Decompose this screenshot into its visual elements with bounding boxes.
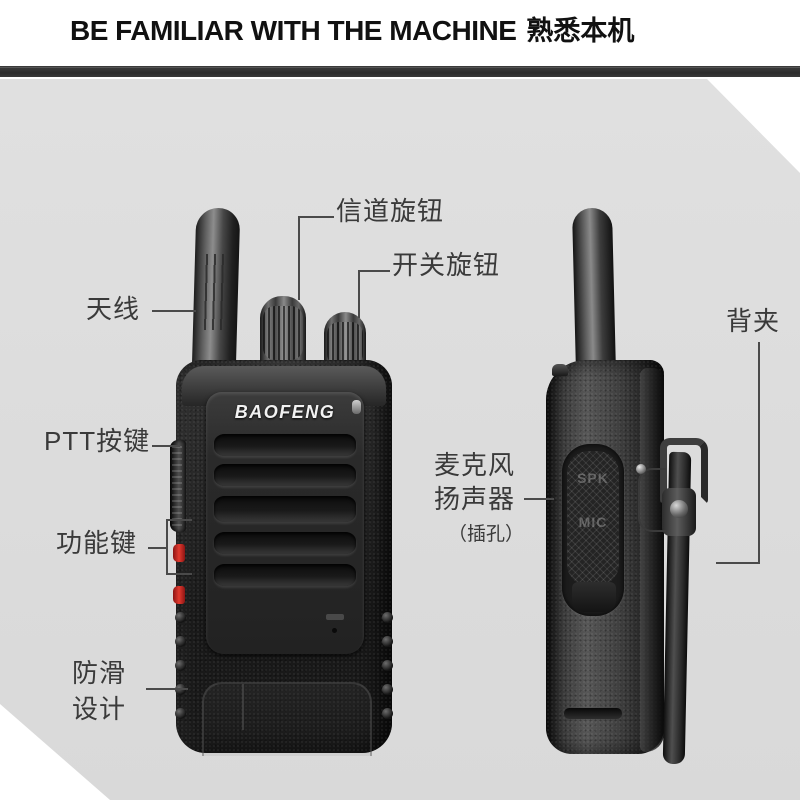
anti-slip-bump: [382, 636, 393, 647]
jack-label-mic: MIC: [578, 514, 608, 530]
anti-slip-bump: [382, 660, 393, 671]
header-divider-bar: [0, 66, 800, 77]
speaker-grille-slot: [214, 464, 356, 486]
callout-label-anti-slip-line1: 防滑: [72, 658, 127, 688]
antenna-side: [571, 208, 617, 374]
channel-knob: [260, 296, 306, 368]
anti-slip-bump: [175, 708, 186, 719]
callout-label-power-knob: 开关旋钮: [392, 250, 501, 280]
callout-label-channel-knob: 信道旋钮: [336, 196, 445, 226]
anti-slip-bump: [175, 612, 186, 623]
radio-side-edge: [640, 368, 664, 752]
belt-clip-spring: [638, 468, 666, 532]
header-divider-highlight: [0, 67, 800, 68]
callout-leader-belt-clip-v: [758, 342, 760, 564]
anti-slip-bump: [175, 636, 186, 647]
header: BE FAMILIAR WITH THE MACHINE 熟悉本机: [0, 0, 800, 62]
antenna-front: [191, 208, 241, 376]
callout-leader-antenna: [152, 310, 196, 312]
page-title-en: BE FAMILIAR WITH THE MACHINE: [70, 15, 517, 46]
belt-clip-pin: [636, 464, 646, 474]
brand-logo: BAOFENG: [234, 402, 336, 422]
callout-label-mic-speaker-line2: 扬声器: [434, 484, 516, 514]
mic-hole: [332, 628, 337, 633]
callout-label-belt-clip: 背夹: [726, 306, 781, 336]
callout-label-function-key: 功能键: [56, 528, 138, 558]
callout-leader-channel-knob-h: [298, 216, 334, 218]
page-title-cn: 熟悉本机: [526, 16, 635, 46]
callout-leader-belt-clip-h: [716, 562, 760, 564]
belt-clip-rivet: [670, 500, 688, 518]
function-key-upper: [173, 544, 185, 562]
speaker-grille-slot: [214, 496, 356, 522]
anti-slip-bump: [382, 612, 393, 623]
ptt-button: [170, 440, 186, 532]
anti-slip-bump: [382, 708, 393, 719]
callout-leader-ptt: [152, 445, 180, 447]
jack-cover-tab: [572, 582, 616, 612]
speaker-grille-slot: [214, 532, 356, 554]
jack-label-spk: SPK: [577, 470, 609, 486]
anti-slip-bump: [175, 660, 186, 671]
callout-label-mic-speaker-sub: （插孔）: [448, 524, 525, 545]
page-title: BE FAMILIAR WITH THE MACHINE 熟悉本机: [70, 12, 634, 50]
status-led: [352, 400, 361, 414]
side-bottom-slot: [564, 708, 622, 719]
callout-label-anti-slip-line2: 设计: [72, 694, 127, 724]
radio-side-view: SPK MIC: [528, 208, 718, 765]
radio-front-view: BAOFENG: [170, 208, 393, 756]
callout-bracket-function-key-top: [166, 519, 192, 521]
callout-leader-channel-knob-v: [298, 216, 300, 300]
callout-leader-function-key-h: [148, 547, 168, 549]
callout-label-antenna: 天线: [86, 294, 141, 324]
callout-leader-mic-speaker: [524, 498, 554, 500]
function-key-lower: [173, 586, 185, 604]
callout-label-mic-speaker-line1: 麦克风: [434, 450, 516, 480]
battery-seam-line: [242, 684, 244, 730]
speaker-grille-slot: [214, 434, 356, 456]
anti-slip-bump: [382, 684, 393, 695]
callout-label-ptt: PTT按键: [44, 426, 151, 456]
callout-leader-power-knob-v: [358, 270, 360, 318]
battery-pack-outline: [202, 682, 372, 756]
belt-clip: [636, 434, 708, 765]
callout-bracket-function-key-bottom: [166, 573, 192, 575]
mic-marking: [326, 614, 344, 620]
speaker-grille-slot: [214, 564, 356, 586]
callout-leader-anti-slip: [146, 688, 188, 690]
callout-leader-power-knob-h: [358, 270, 390, 272]
callout-bracket-function-key-v: [166, 519, 168, 575]
side-top-nub: [552, 364, 568, 376]
